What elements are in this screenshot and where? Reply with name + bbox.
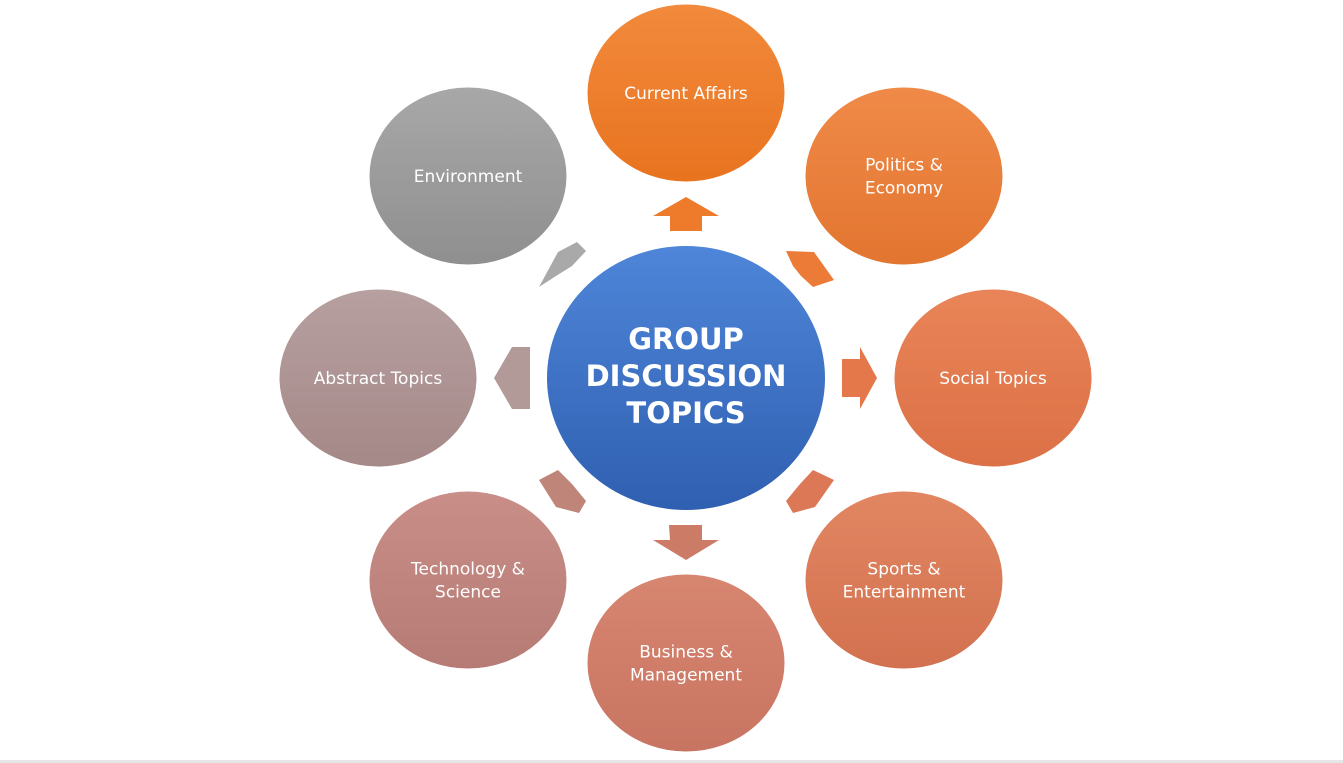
bottom-divider xyxy=(0,760,1343,763)
node-social-topics: Social Topics xyxy=(891,286,1095,470)
node-circle-current-affairs xyxy=(584,1,788,185)
node-label-line: Social Topics xyxy=(939,369,1047,389)
node-business-management: Business & Management xyxy=(584,571,788,755)
node-label-abstract-topics: Abstract Topics xyxy=(314,369,443,389)
node-circle-business-management xyxy=(584,571,788,755)
node-environment: Environment xyxy=(366,84,570,268)
node-label-current-affairs: Current Affairs xyxy=(624,84,748,104)
node-current-affairs: Current Affairs xyxy=(584,1,788,185)
node-label-line: Business & xyxy=(639,643,733,663)
node-label-technology-science: Technology & Science xyxy=(410,560,525,603)
node-label-social-topics: Social Topics xyxy=(939,369,1047,389)
node-label-line: Entertainment xyxy=(843,583,966,603)
node-label-line: Science xyxy=(435,583,501,603)
node-label-line: Politics & xyxy=(865,156,943,176)
node-technology-science: Technology & Science xyxy=(366,488,570,672)
node-label-line: Technology & xyxy=(410,560,525,580)
center-title-line: DISCUSSION xyxy=(586,359,787,393)
node-label-line: Current Affairs xyxy=(624,84,748,104)
node-label-line: Abstract Topics xyxy=(314,369,443,389)
arrow-to-social-topics xyxy=(842,347,877,409)
node-circle-politics-economy xyxy=(802,84,1006,268)
node-label-business-management: Business & Management xyxy=(630,643,742,686)
arrow-to-business-management xyxy=(653,525,719,560)
center-circle xyxy=(543,242,829,514)
node-label-line: Environment xyxy=(414,167,523,187)
node-politics-economy: Politics & Economy xyxy=(802,84,1006,268)
arrow-to-environment xyxy=(539,242,586,287)
center-title-line: GROUP xyxy=(628,322,744,356)
node-circle-social-topics xyxy=(891,286,1095,470)
node-label-environment: Environment xyxy=(414,167,523,187)
node-label-line: Sports & xyxy=(867,560,940,580)
node-abstract-topics: Abstract Topics xyxy=(276,286,480,470)
center-title-line: TOPICS xyxy=(626,396,745,430)
node-label-politics-economy: Politics & Economy xyxy=(865,156,943,199)
node-label-line: Management xyxy=(630,666,742,686)
node-sports-entertainment: Sports & Entertainment xyxy=(802,488,1006,672)
arrow-to-abstract-topics xyxy=(494,347,530,409)
arrow-to-sports-entertainment xyxy=(786,470,834,513)
node-label-line: Economy xyxy=(865,179,943,199)
arrow-to-current-affairs xyxy=(653,197,719,231)
arrow-to-technology-science xyxy=(539,470,586,513)
node-circle-technology-science xyxy=(366,488,570,672)
arrow-to-politics-economy xyxy=(786,251,834,287)
node-circle-sports-entertainment xyxy=(802,488,1006,672)
node-circle-environment xyxy=(366,84,570,268)
node-circle-abstract-topics xyxy=(276,286,480,470)
node-label-sports-entertainment: Sports & Entertainment xyxy=(843,560,966,603)
